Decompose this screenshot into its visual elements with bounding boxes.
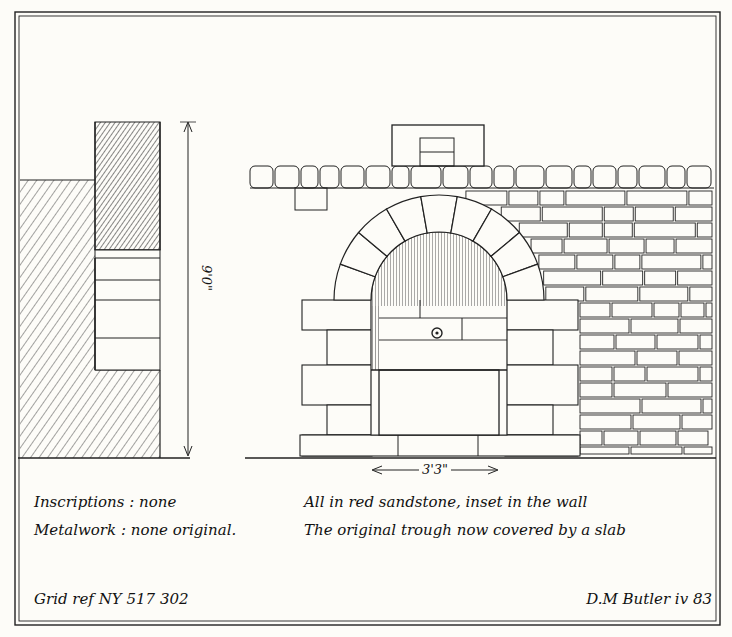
frame [19, 16, 716, 621]
frame [15, 12, 720, 625]
dimension-label: 9'0" [198, 262, 214, 294]
wall-section [18, 122, 190, 458]
note: All in red sandstone, inset in the wall [304, 493, 587, 511]
trough-elevation [245, 125, 716, 458]
dimension-label: 3'3" [419, 462, 451, 478]
dimension-line [180, 122, 196, 456]
note: Metalwork : none original. [34, 521, 236, 539]
signature: D.M Butler iv 83 [586, 590, 712, 608]
note: The original trough now covered by a sla… [304, 521, 626, 539]
grid-reference: Grid ref NY 517 302 [34, 590, 189, 608]
note: Inscriptions : none [34, 493, 176, 511]
